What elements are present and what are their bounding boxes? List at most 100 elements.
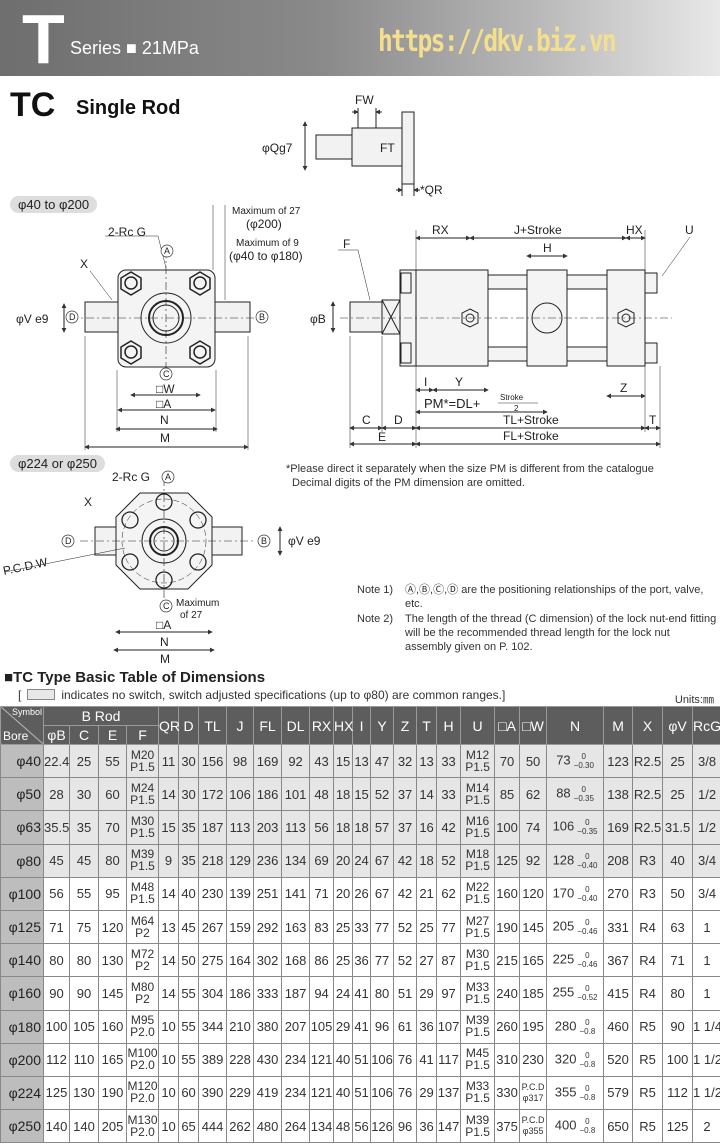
table-cell: R5	[632, 1109, 664, 1144]
label-w: □W	[156, 382, 175, 396]
table-cell: 52	[393, 943, 418, 978]
table-cell: 113	[226, 810, 255, 845]
tolerance-lower: −0.52	[577, 993, 598, 1003]
table-cell: 32	[393, 743, 418, 779]
table-cell: 24	[352, 843, 372, 878]
label-ve9-2: φV e9	[288, 534, 321, 548]
tolerance-upper: 0	[585, 1083, 590, 1093]
value-line: P1.5	[465, 1058, 490, 1073]
value-line: P1.5	[130, 859, 155, 874]
table-cell: 47	[370, 743, 395, 779]
table-cell: 3/4	[692, 876, 720, 911]
bore-cell: φ63	[0, 810, 44, 845]
table-cell: 264	[281, 1109, 311, 1144]
table-cell: 105	[309, 1009, 335, 1044]
table-cell: 267	[198, 909, 228, 945]
label-rx: RX	[432, 223, 449, 237]
front-view-large-bore	[4, 478, 283, 653]
tolerance-lower: −0.46	[577, 960, 598, 970]
table-cell: 100	[494, 810, 521, 845]
value-line: P1.5	[465, 859, 490, 874]
table-cell: 52	[370, 777, 395, 812]
table-cell: 163	[281, 909, 311, 945]
value-line: P1.5	[465, 991, 490, 1006]
table-cell: 145	[519, 909, 548, 945]
legend-text: indicates no switch, switch adjusted spe…	[61, 688, 506, 702]
table-cell: 1/2	[692, 810, 720, 845]
value-line: M45	[465, 1046, 490, 1061]
table-cell: 302	[253, 943, 283, 978]
table-cell: 97	[436, 976, 462, 1011]
nominal-value: 355	[554, 1084, 577, 1100]
table-cell: 230	[198, 876, 228, 911]
tolerance-upper: 0	[585, 851, 590, 861]
tolerance-upper: 0	[585, 1117, 590, 1127]
table-cell: 75	[69, 909, 99, 945]
value-line: P2.0	[130, 1025, 155, 1040]
table-cell: 96	[370, 1009, 395, 1044]
table-cell: 22.4	[43, 743, 70, 779]
corner-symbol: Symbol	[11, 707, 42, 717]
table-cell: 37	[393, 810, 418, 845]
value-line: M33	[465, 979, 490, 994]
label-x: X	[80, 257, 88, 271]
value-line: M95	[130, 1013, 155, 1028]
table-cell: 57	[370, 810, 395, 845]
table-cell: 234	[281, 1075, 311, 1111]
table-cell: 98	[226, 743, 255, 779]
column-header: TL	[198, 706, 228, 745]
table-cell: 69	[309, 843, 335, 878]
label-max9: Maximum of 9	[236, 238, 299, 249]
table-cell: 29	[333, 1009, 354, 1044]
table-cell: 186	[253, 777, 283, 812]
column-header: J	[226, 706, 255, 745]
table-cell: 164	[226, 943, 255, 978]
tolerance-lower: −0.8	[579, 1026, 596, 1036]
label-fw: FW	[355, 93, 374, 107]
table-cell: 42	[436, 810, 462, 845]
table-cell: 41	[352, 1009, 372, 1044]
tolerance-upper: 0	[585, 1050, 590, 1060]
table-cell: 87	[436, 943, 462, 978]
table-cell: 50	[519, 743, 548, 779]
table-cell: 20	[333, 876, 354, 911]
value-line: M18	[465, 847, 490, 862]
table-cell: 1	[692, 976, 720, 1011]
rod-end-fitting-detail	[302, 108, 420, 196]
watermark-url: https://dkv.biz.vn	[378, 24, 617, 59]
nominal-value: 106	[552, 818, 575, 834]
tolerance: 0−0.40	[577, 885, 597, 903]
table-cell: 55	[178, 1042, 200, 1077]
bore-range-badge-2: φ224 or φ250	[10, 455, 106, 472]
table-cell: 14	[158, 777, 180, 812]
label-t: T	[649, 413, 657, 427]
note-2-text: The length of the thread (C dimension) o…	[405, 613, 717, 653]
label-e: E	[378, 430, 386, 444]
label-max27b-2: of 27	[180, 610, 203, 621]
table-cell: 210	[226, 1009, 255, 1044]
table-cell: 168	[281, 943, 311, 978]
table-cell: 113	[281, 810, 311, 845]
tolerance-upper: 0	[585, 984, 590, 994]
tolerance-lower: −0.30	[573, 761, 594, 771]
table-cell: 90	[662, 1009, 694, 1044]
table-cell: 1 1/2	[692, 1075, 720, 1111]
table-cell: 25	[333, 909, 354, 945]
table-cell: 20	[333, 843, 354, 878]
table-cell: 165	[98, 1042, 127, 1077]
table-cell: 125	[43, 1075, 70, 1111]
column-header: M	[603, 706, 634, 745]
value-line: P.C.D	[521, 1081, 545, 1092]
value-line: P1.5	[465, 759, 490, 774]
